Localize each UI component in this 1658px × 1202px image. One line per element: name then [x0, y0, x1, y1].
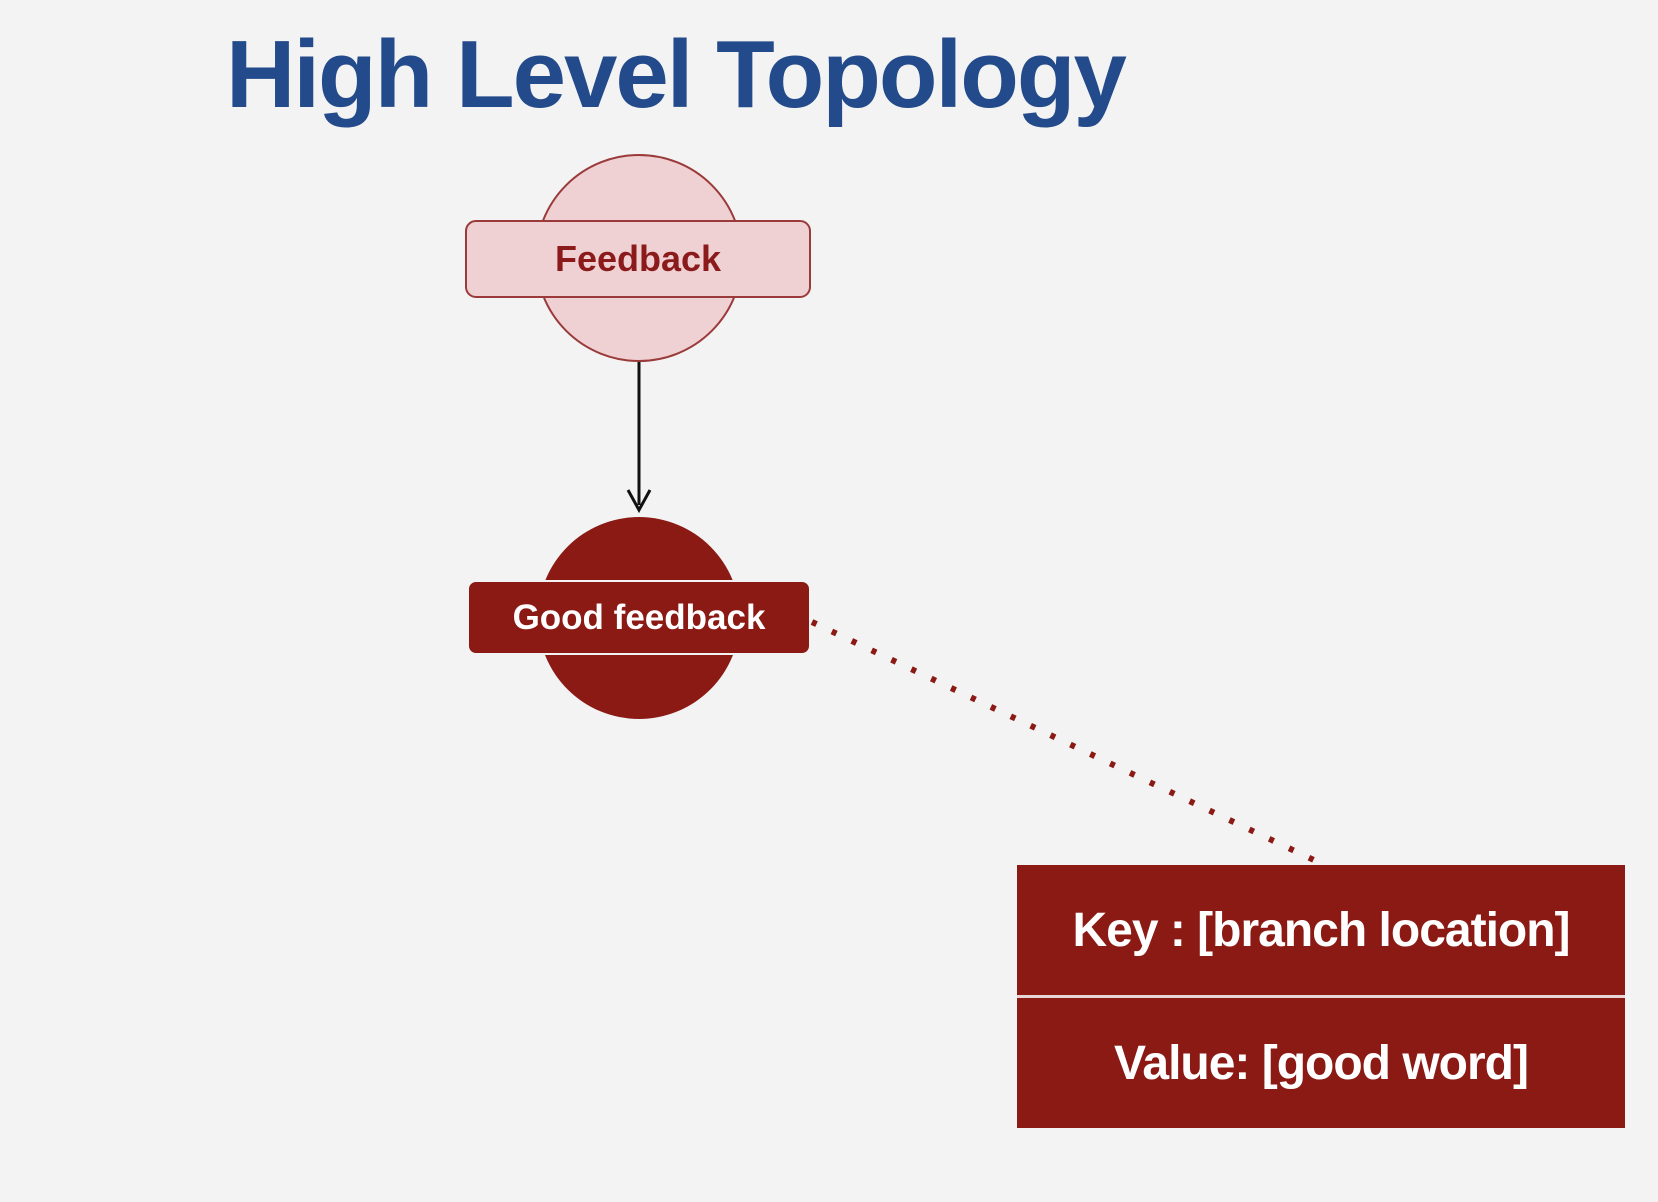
- key-value-box: Key : [branch location] Value: [good wor…: [1017, 865, 1625, 1128]
- page-title: High Level Topology: [226, 21, 1127, 128]
- good-feedback-node-bar: [467, 580, 811, 655]
- feedback-node-bar: [465, 220, 811, 298]
- dotted-connector: [810, 619, 1320, 865]
- value-row: Value: [good word]: [1114, 1036, 1529, 1090]
- feedback-node: [465, 154, 811, 362]
- feedback-node-label: Feedback: [554, 238, 722, 279]
- good-feedback-node-label: Good feedback: [512, 597, 766, 637]
- key-row: Key : [branch location]: [1072, 903, 1570, 957]
- flow-arrow: [626, 362, 652, 514]
- good-feedback-node: [467, 517, 811, 719]
- key-value-divider: [1017, 995, 1625, 998]
